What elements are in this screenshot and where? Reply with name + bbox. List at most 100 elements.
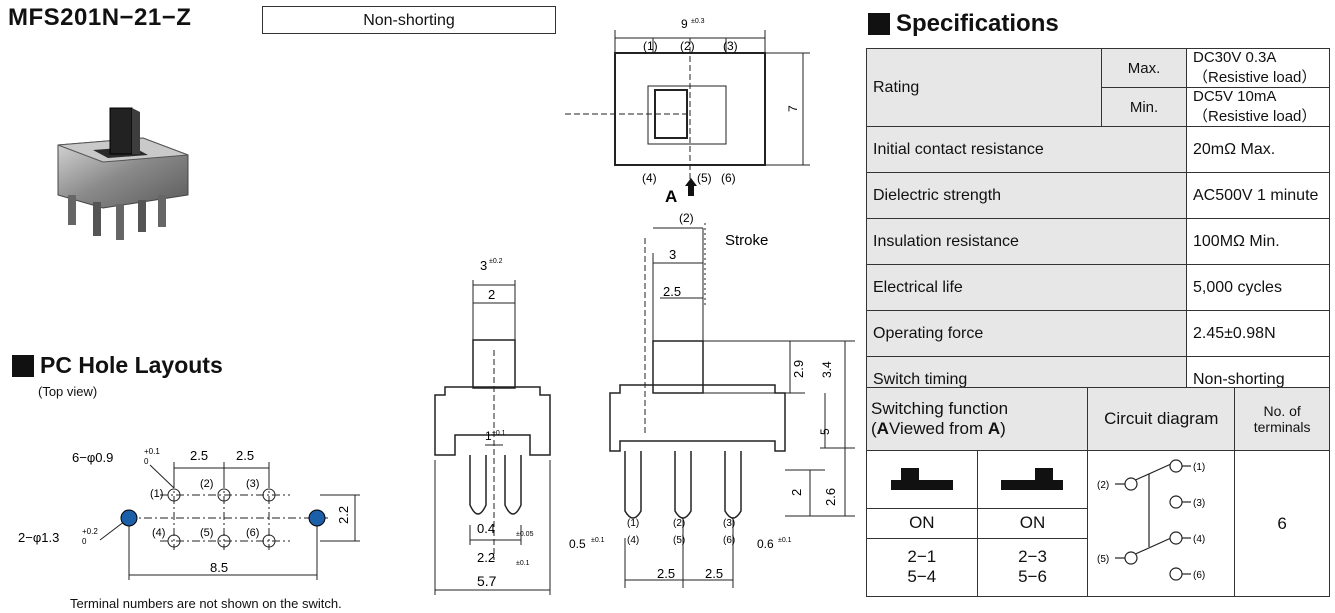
side-leg-height: 2 [789, 489, 804, 496]
pos2-conn-2: 5−6 [1018, 567, 1047, 587]
top-pin-5: (5) [697, 171, 712, 185]
switching-function-label: Switching function [871, 399, 1009, 418]
mount-hole-right [308, 509, 326, 527]
side-pin-6: (6) [723, 535, 735, 546]
viewed-mark-b: A [987, 419, 1001, 438]
rating-min-label: Min. [1101, 87, 1187, 127]
hole-large-tol-top: +0.2 [82, 527, 98, 536]
switching-table: Switching function (AViewed from A) Circ… [865, 387, 1330, 598]
top-width-tol: ±0.3 [691, 18, 705, 25]
pc-hole-heading: PC Hole Layouts [12, 352, 223, 379]
heading-square-icon [868, 13, 890, 35]
circuit-diagram-svg: (1) (2) (3) (4) (5) (6) [1097, 459, 1206, 581]
terminals-header: No. of terminals [1234, 387, 1330, 451]
front-pin-span-tol: ±0.1 [516, 560, 530, 567]
side-pin-2: (2) [673, 518, 685, 529]
side-stroke-dim: (2) [679, 211, 694, 225]
pos1-state: ON [866, 508, 978, 539]
side-left-off: 0.5 [569, 537, 586, 551]
side-pin-5: (5) [673, 535, 685, 546]
front-pin-gap-tol: ±0.1 [492, 430, 506, 437]
front-knob-tol: ±0.2 [489, 258, 503, 265]
side-knob-total: 3.4 [820, 361, 834, 378]
hole-small-label: 6−φ0.9 [72, 450, 113, 465]
pc-pin-4: (4) [152, 527, 165, 539]
pos2-symbol [976, 449, 1089, 510]
front-pin-width-tol: ±0.05 [516, 531, 534, 538]
slide-left-icon [890, 468, 953, 491]
spec-label: Dielectric strength [866, 172, 1187, 219]
spec-value: AC500V 1 minute [1186, 172, 1330, 219]
rating-max-label: Max. [1101, 48, 1187, 88]
spec-value: 2.45±0.98N [1186, 310, 1330, 357]
hole-small-tol-top: +0.1 [144, 447, 160, 456]
pos2-connections: 2−3 5−6 [976, 537, 1089, 598]
front-pin-span: 2.2 [477, 550, 495, 565]
front-knob-inner: 2 [488, 287, 495, 302]
pc-pin-2: (2) [200, 478, 213, 490]
specifications-heading: Specifications [868, 10, 1059, 38]
spec-label: Electrical life [866, 264, 1187, 311]
pos1-connections: 2−1 5−4 [866, 537, 978, 598]
top-width-dim: 9 [681, 17, 688, 31]
pos2-state: ON [976, 508, 1089, 539]
heading-square-icon [12, 354, 34, 377]
type-badge: Non-shorting [262, 6, 556, 34]
viewed-from-text: Viewed from [888, 419, 988, 438]
side-left-off-tol: ±0.1 [591, 537, 605, 544]
pc-pin-1: (1) [150, 488, 163, 500]
footnote: Terminal numbers are not shown on the sw… [70, 596, 342, 611]
side-view-drawing: Stroke (2) 3 2.5 2.9 3.4 5 2 2.6 0.5 ±0.… [569, 211, 855, 588]
hole-large-label: 2−φ1.3 [18, 530, 59, 545]
side-pitch-1: 2.5 [657, 566, 675, 581]
mount-hole-left [120, 509, 138, 527]
circuit-pin-3: (3) [1193, 498, 1205, 509]
switching-function-header: Switching function (AViewed from A) [865, 387, 1089, 451]
part-number: MFS201N−21−Z [8, 4, 192, 31]
viewed-mark-a: A [876, 419, 889, 438]
circuit-pin-6: (6) [1193, 570, 1205, 581]
top-view-label: (Top view) [38, 384, 98, 399]
pos1-conn-2: 5−4 [907, 567, 937, 587]
side-stroke-label: Stroke [725, 232, 768, 249]
pc-width: 8.5 [210, 560, 228, 575]
top-pin-1: (1) [643, 39, 658, 53]
side-leg-total: 2.6 [823, 488, 838, 506]
side-knob-inner: 2.5 [663, 284, 681, 299]
front-knob-width: 3 [480, 258, 487, 273]
side-pin-4: (4) [627, 535, 639, 546]
terminals-value: 6 [1234, 450, 1330, 597]
pc-height: 2.2 [336, 506, 351, 524]
side-knob-outer: 3 [669, 247, 676, 262]
specifications-heading-text: Specifications [896, 10, 1059, 37]
spec-value: 100MΩ Min. [1186, 218, 1330, 265]
front-view-drawing: 3 ±0.2 2 1 ±0.1 0.4 ±0.05 2.2 ±0.1 5.7 [434, 258, 551, 595]
top-view-drawing: 9 ±0.3 7 (1) (2) (3) (4) (5) (6) A [565, 17, 810, 206]
view-mark-a: A [665, 187, 677, 206]
pc-hole-drawing: 6−φ0.9 +0.1 0 2−φ1.3 +0.2 0 2.5 2.5 2.2 … [18, 447, 360, 580]
hole-large-tol-bot: 0 [82, 537, 87, 546]
hole-small-tol-bot: 0 [144, 457, 149, 466]
spec-label: Initial contact resistance [866, 126, 1187, 173]
side-right-off: 0.6 [757, 537, 774, 551]
top-pin-3: (3) [723, 39, 738, 53]
specifications-table: Rating Max. DC30V 0.3A（Resistive load） M… [866, 48, 1330, 403]
pc-pin-5: (5) [200, 527, 213, 539]
circuit-pin-5: (5) [1097, 554, 1109, 565]
side-pitch-2: 2.5 [705, 566, 723, 581]
pc-hole-heading-text: PC Hole Layouts [40, 352, 223, 378]
pc-pitch-2: 2.5 [236, 448, 254, 463]
switch-body-shape [57, 107, 189, 240]
rating-label: Rating [866, 48, 1102, 127]
rating-min-value: DC5V 10mA（Resistive load） [1186, 87, 1330, 127]
pos1-symbol [866, 449, 978, 510]
spec-value: 20mΩ Max. [1186, 126, 1330, 173]
spec-label: Operating force [866, 310, 1187, 357]
side-knob-height: 2.9 [791, 360, 806, 378]
front-pin-width: 0.4 [477, 521, 495, 536]
